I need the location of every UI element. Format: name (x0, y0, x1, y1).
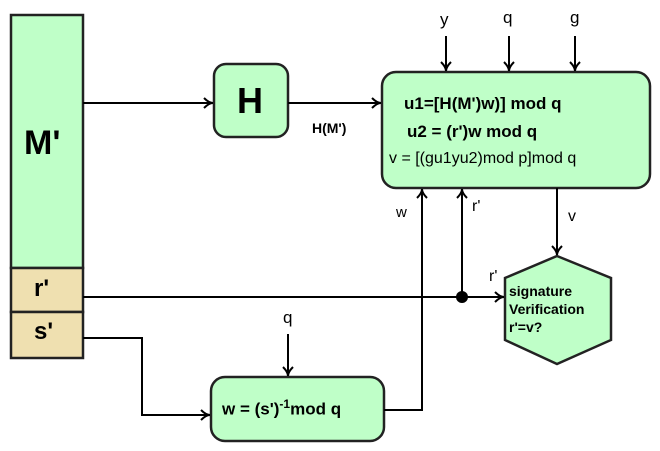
input-y-label: y (440, 10, 449, 29)
edge-label-w: w (396, 204, 407, 221)
s-label: s' (34, 318, 54, 345)
edge-label-r-verify: r' (489, 268, 498, 285)
inverse-q-label: q (283, 308, 293, 327)
formula-u1: u1=[H(M')w)] mod q (404, 94, 562, 113)
verify-line-3: r'=v? (509, 319, 543, 335)
formula-v: v = [(gu1yu2)mod p]mod q (389, 150, 577, 167)
edge-s-to-inverse (83, 337, 211, 421)
hash-label: H (237, 80, 263, 121)
edge-label-r-compute: r' (472, 198, 481, 215)
message-label: M' (24, 124, 61, 162)
r-label: r' (34, 275, 50, 302)
edge-w-to-compute (384, 188, 428, 411)
verify-line-1: signature (509, 283, 573, 299)
formula-u2: u2 = (r')w mod q (407, 122, 538, 141)
inverse-formula: w = (s')-1mod q (222, 397, 341, 420)
edge-label-v: v (568, 208, 576, 225)
inverse-formula-suffix: mod q (290, 399, 342, 419)
input-q-label: q (503, 8, 513, 27)
inverse-formula-exponent: -1 (279, 397, 291, 411)
message-block (9, 13, 85, 270)
hash-output-label: H(M') (312, 120, 347, 136)
s-block (9, 310, 85, 360)
verify-line-2: Verification (509, 301, 585, 317)
inverse-formula-prefix: w = (s') (222, 399, 280, 419)
hash-box (212, 62, 290, 139)
input-g-label: g (570, 8, 580, 27)
verification-hexagon (503, 254, 613, 366)
compute-box (380, 70, 652, 190)
